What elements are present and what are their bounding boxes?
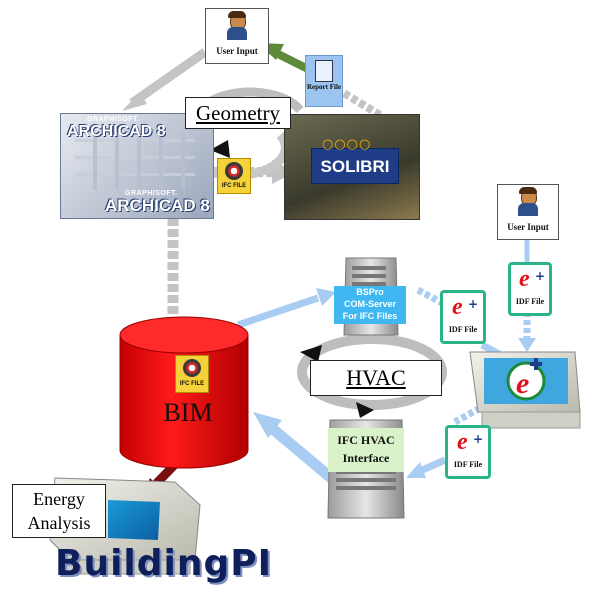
idf-file-middle: e + IDF File <box>440 290 486 344</box>
energyplus-logo-icon: e <box>506 358 546 401</box>
idf-file-2-label: IDF File <box>448 325 478 334</box>
bspro-line2: COM-Server <box>343 299 397 309</box>
archicad-title-top: ARCHICAD 8 <box>67 123 166 140</box>
energy-analysis-label: Energy Analysis <box>12 484 106 538</box>
bim-label: BIM <box>163 398 213 427</box>
solibri-panel: ○○○○ SOLIBRI <box>284 114 420 220</box>
user-input-right: User Input <box>497 184 559 240</box>
bspro-label: BSPro COM-Server For IFC Files <box>334 286 406 324</box>
arrow-solibri-to-report <box>339 88 383 119</box>
idf-file-1-label: IDF File <box>515 297 545 306</box>
energyplus-file-icon: e <box>457 429 468 455</box>
ifc-hvac-line1: IFC HVAC <box>337 433 395 447</box>
energy-line1: Energy <box>33 489 85 509</box>
hvac-text: HVAC <box>346 365 406 390</box>
idf-file-3-label: IDF File <box>453 460 483 469</box>
ifc-file-top-label: IFC FILE <box>221 183 247 189</box>
bspro-line3: For IFC Files <box>342 311 398 321</box>
archicad-brand-top: GRAPHISOFT. <box>87 116 140 123</box>
ifc-logo-icon <box>225 162 243 180</box>
bspro-line1: BSPro <box>356 287 384 297</box>
archicad-frame-art <box>75 134 195 190</box>
report-file: Report File <box>305 55 343 107</box>
report-file-label: Report File <box>306 83 341 91</box>
idf-file-bottom: e + IDF File <box>445 425 491 479</box>
energyplus-file-icon: e <box>452 294 463 320</box>
arrow-user-to-energyplus <box>518 240 536 352</box>
archicad-brand-bottom: GRAPHISOFT. <box>125 190 178 197</box>
solibri-logo-box: ○○○○ SOLIBRI <box>311 137 399 184</box>
user-input-top-label: User Input <box>216 46 258 56</box>
solibri-rings-icon: ○○○○ <box>322 137 372 152</box>
user-input-top: User Input <box>205 8 269 64</box>
arrow-energyplus-to-hvac <box>406 404 482 478</box>
geometry-text: Geometry <box>196 101 280 125</box>
buildingpi-logo: BuildingPI <box>55 543 273 584</box>
ifc-hvac-interface-label: IFC HVAC Interface <box>328 428 404 472</box>
user-input-right-label: User Input <box>507 222 549 232</box>
solibri-label: SOLIBRI <box>320 157 390 176</box>
idf-file-right-top: e + IDF File <box>508 262 552 316</box>
ifc-file-bim-label: IFC FILE <box>179 381 205 387</box>
person-icon <box>517 187 539 216</box>
ifc-file-bim: IFC FILE <box>175 355 209 393</box>
hvac-cycle <box>297 334 447 418</box>
plus-icon: + <box>535 269 546 283</box>
energyplus-file-icon: e <box>519 266 530 292</box>
document-icon <box>315 60 333 82</box>
energy-line2: Analysis <box>27 513 91 533</box>
ifc-logo-icon <box>183 359 201 377</box>
archicad-title-bottom: ARCHICAD 8 <box>105 196 210 215</box>
arrow-user-to-archicad <box>122 48 208 111</box>
person-icon <box>226 11 248 40</box>
archicad-panel: GRAPHISOFT. ARCHICAD 8 GRAPHISOFT. ARCHI… <box>60 113 214 219</box>
ifc-hvac-line2: Interface <box>342 451 390 465</box>
hvac-label: HVAC <box>310 360 442 396</box>
svg-text:e: e <box>516 367 529 400</box>
plus-icon: + <box>473 432 484 446</box>
bim-cylinder <box>119 316 249 469</box>
ifc-file-top: IFC FILE <box>217 158 251 194</box>
geometry-label: Geometry <box>185 97 291 129</box>
plus-icon: + <box>468 297 479 311</box>
arrow-bim-to-bspro <box>236 288 336 329</box>
arrow-hvac-to-bim <box>253 412 340 487</box>
